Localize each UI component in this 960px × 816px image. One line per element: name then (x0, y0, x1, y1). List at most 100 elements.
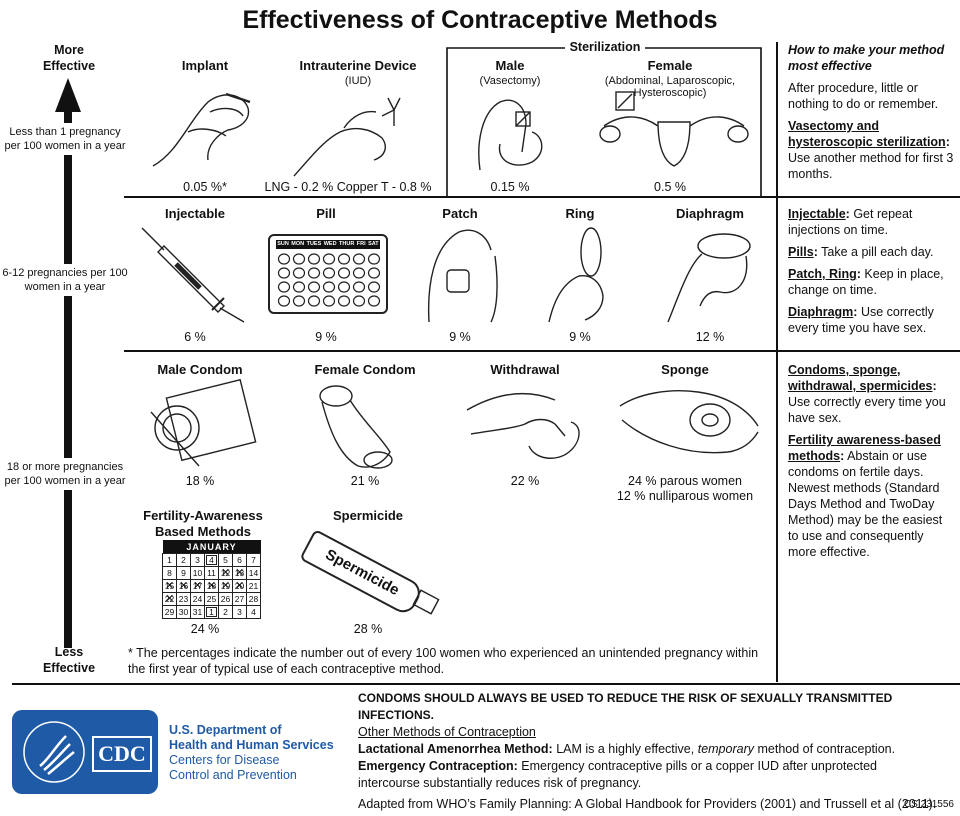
calendar-day: 6 (232, 553, 247, 567)
pill-dot (292, 281, 306, 293)
calendar-day: 28 (246, 592, 261, 606)
side2-item: Patch, Ring: Keep in place, change on ti… (788, 267, 944, 297)
adapted-from: Adapted from WHO’s Family Planning: A Gl… (358, 797, 937, 811)
fertility-awareness-pct: 24 % (190, 622, 220, 636)
divider-row1 (124, 196, 960, 198)
sterilization-bracket (446, 47, 762, 196)
calendar-day: 20 (232, 579, 247, 593)
male-condom-illustration (150, 378, 257, 467)
cdc-logo-text: CDC (92, 736, 152, 772)
diaphragm-label: Diaphragm (676, 206, 744, 221)
lam-line: Lactational Amenorrhea Method: LAM is a … (358, 742, 896, 756)
patch-pct: 9 % (449, 330, 471, 344)
calendar-day: 14 (246, 566, 261, 580)
iud-sub: (IUD) (344, 75, 372, 87)
pill-label: Pill (316, 206, 336, 221)
side-row1-sterilization-text: Use another method for first 3 months. (788, 151, 954, 181)
pill-dot (322, 253, 336, 265)
pill-dot (292, 295, 306, 307)
lam-text: LAM is a highly effective, (556, 742, 695, 756)
pill-dot (322, 295, 336, 307)
injectable-pct: 6 % (184, 330, 206, 344)
agency-name: U.S. Department of Health and Human Serv… (169, 723, 334, 783)
effectiveness-arrow (55, 78, 81, 648)
female-sterilization-pct: 0.5 % (654, 180, 686, 194)
pill-dot (352, 281, 366, 293)
side2-heading: Diaphragm (788, 305, 854, 319)
spermicide-label: Spermicide (332, 508, 404, 523)
sponge-pct-parous: 24 % parous women (628, 474, 742, 488)
spermicide-tube: Spermicide (299, 528, 425, 618)
calendar-day: 1 (204, 605, 219, 619)
side-row1-text: After procedure, little or nothing to do… (788, 81, 939, 111)
iud-pct: LNG - 0.2 % Copper T - 0.8 % (264, 180, 432, 194)
iud-label: Intrauterine Device (299, 58, 417, 73)
ring-hand-illustration (548, 227, 604, 323)
calendar-day: 26 (218, 592, 233, 606)
calendar-day: 27 (232, 592, 247, 606)
calendar-day: 25 (204, 592, 219, 606)
calendar-day: 3 (190, 553, 205, 567)
pill-day-label: THUR (339, 241, 355, 247)
pill-dot (337, 281, 351, 293)
pill-dot (277, 295, 291, 307)
pill-day-label: FRI (356, 241, 366, 247)
withdrawal-illustration (466, 393, 580, 459)
agency-line2: Health and Human Services (169, 738, 334, 752)
calendar-day: 2 (218, 605, 233, 619)
pill-dot (292, 267, 306, 279)
calendar-day: 18 (204, 579, 219, 593)
agency-line4: Control and Prevention (169, 768, 297, 782)
female-condom-pct: 21 % (350, 474, 380, 488)
side3-text: Use correctly every time you have sex. (788, 395, 946, 425)
pill-dot (277, 267, 291, 279)
calendar-day: 13 (232, 566, 247, 580)
pill-dot (367, 295, 381, 307)
pill-dot (322, 267, 336, 279)
calendar-day: 17 (190, 579, 205, 593)
side2-heading: Injectable (788, 207, 846, 221)
pill-dot (307, 295, 321, 307)
scale-top-label: More Effective (42, 43, 96, 73)
sterilization-header: Sterilization (569, 40, 641, 54)
fertility-awareness-label-line2: Based Methods (154, 524, 252, 539)
side2-item: Diaphragm: Use correctly every time you … (788, 305, 934, 335)
diaphragm-hand-illustration (667, 233, 751, 323)
pill-dot (322, 281, 336, 293)
rate-tier-2: 6-12 pregnancies per 100 women in a year (2, 264, 128, 296)
lam-heading: Lactational Amenorrhea Method (358, 742, 549, 756)
patch-illustration (427, 229, 498, 323)
side2-heading: Patch, Ring (788, 267, 857, 281)
footer-text: CONDOMS SHOULD ALWAYS BE USED TO REDUCE … (358, 690, 958, 813)
calendar-day: 3 (232, 605, 247, 619)
iud-hand-illustration (293, 97, 401, 177)
rate-tier-3: 18 or more pregnancies per 100 women in … (2, 458, 128, 490)
pill-dot (367, 253, 381, 265)
pill-dot (307, 253, 321, 265)
page-title: Effectiveness of Contraceptive Methods (242, 6, 718, 34)
side3-item: Condoms, sponge, withdrawal, spermicides… (788, 363, 946, 425)
female-condom-label: Female Condom (314, 362, 416, 377)
side-row1-sterilization: Vasectomy and hysteroscopic sterilizatio… (788, 119, 954, 181)
side2-text: Keep in place, change on time. (788, 267, 944, 297)
calendar-day: 29 (162, 605, 177, 619)
calendar-day: 22 (162, 592, 177, 606)
pill-dot (277, 281, 291, 293)
calendar-day: 4 (204, 553, 219, 567)
calendar-day: 10 (190, 566, 205, 580)
implant-label: Implant (181, 58, 229, 73)
calendar-day: 21 (246, 579, 261, 593)
ring-label: Ring (565, 206, 595, 221)
pill-dot (307, 267, 321, 279)
withdrawal-label: Withdrawal (490, 362, 560, 377)
sponge-pct-nulliparous: 12 % nulliparous women (616, 489, 754, 503)
side2-text: Use correctly every time you have sex. (788, 305, 934, 335)
pill-dot (352, 295, 366, 307)
calendar-month: JANUARY (162, 540, 261, 554)
spermicide-pct: 28 % (353, 622, 383, 636)
side2-text: Get repeat injections on time. (788, 207, 913, 237)
diaphragm-pct: 12 % (695, 330, 725, 344)
hhs-seal-icon (23, 721, 85, 783)
side-row1-sterilization-heading: Vasectomy and hysteroscopic sterilizatio… (788, 119, 946, 149)
